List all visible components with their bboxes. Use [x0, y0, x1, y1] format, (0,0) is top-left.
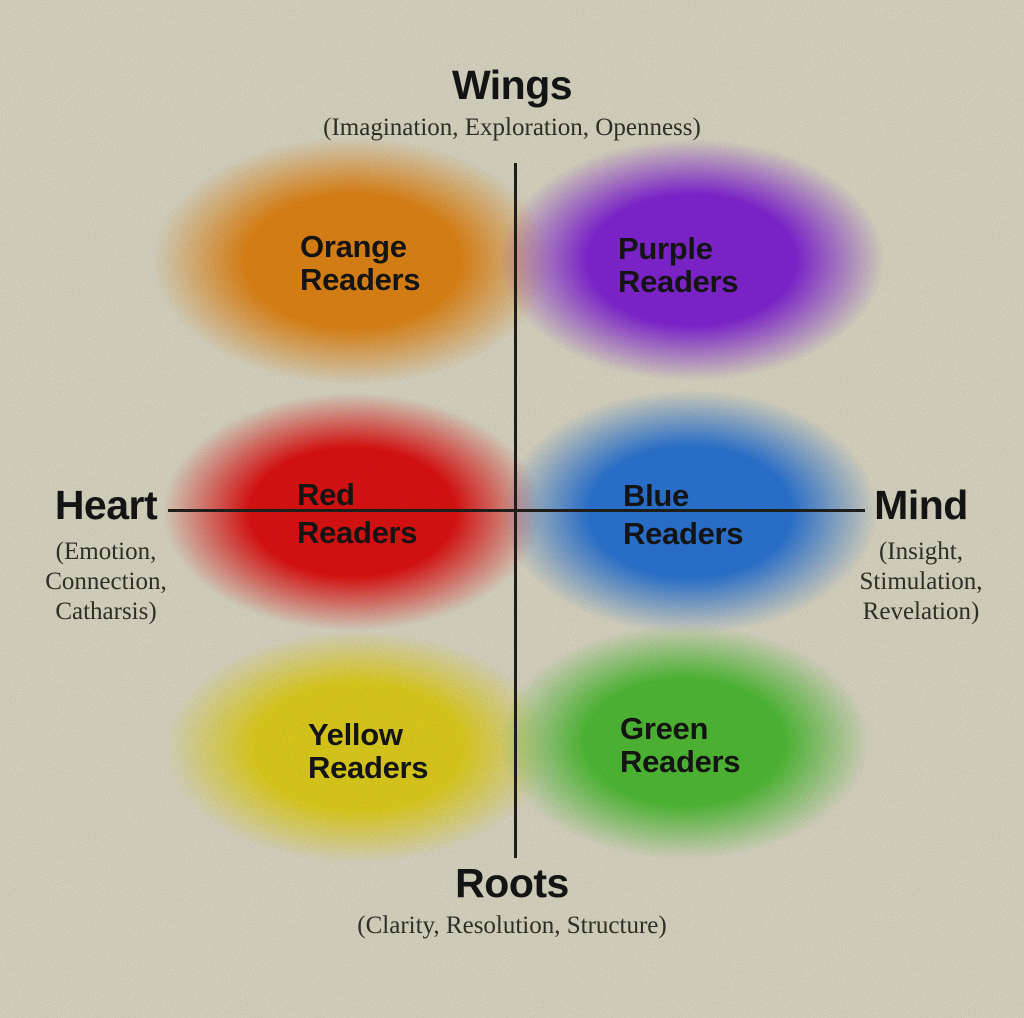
axis-left-subtitle: (Emotion, Connection, Catharsis)	[45, 538, 167, 625]
axis-top-title: Wings	[451, 62, 573, 108]
axis-right-mind: Mind (Insight, Stimulation, Revelation)	[828, 482, 1014, 627]
red-readers-label: Red Readers	[297, 477, 418, 550]
axis-left-heart: Heart (Emotion, Connection, Catharsis)	[14, 482, 198, 627]
axis-bottom-roots: Roots (Clarity, Resolution, Structure)	[0, 860, 1024, 941]
axis-bottom-title: Roots	[455, 860, 569, 906]
axis-right-title: Mind	[874, 482, 968, 528]
axis-right-subtitle: (Insight, Stimulation, Revelation)	[859, 538, 983, 625]
yellow-readers-label: Yellow Readers	[308, 717, 429, 785]
axis-top-subtitle: (Imagination, Exploration, Openness)	[323, 114, 701, 141]
axis-left-title: Heart	[54, 482, 158, 528]
axis-bottom-subtitle: (Clarity, Resolution, Structure)	[357, 912, 667, 939]
blue-readers-label: Blue Readers	[623, 478, 744, 551]
green-readers-label: Green Readers	[620, 711, 741, 779]
purple-readers-label: Purple Readers	[618, 231, 739, 299]
axis-top-wings: Wings (Imagination, Exploration, Opennes…	[0, 62, 1024, 143]
horizontal-axis-line	[168, 509, 865, 512]
orange-readers-label: Orange Readers	[300, 229, 421, 297]
